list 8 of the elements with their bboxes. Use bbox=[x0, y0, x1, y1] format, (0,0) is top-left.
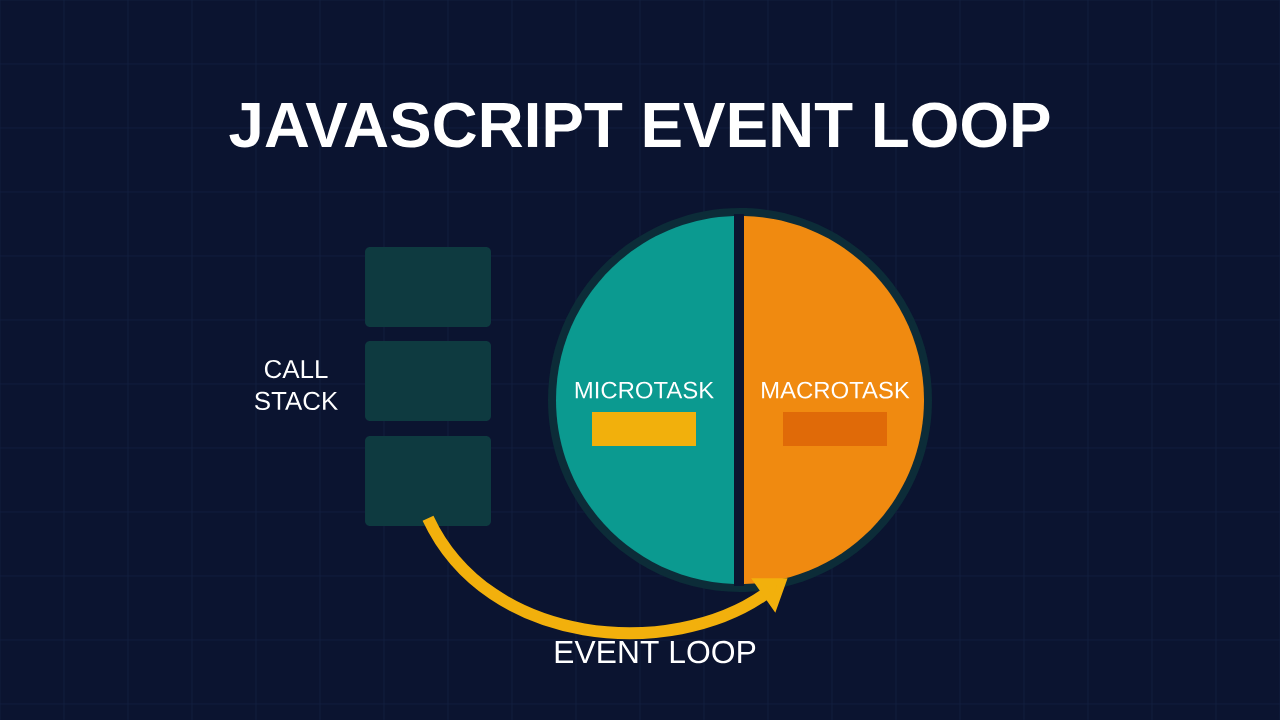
stack-label: CALL STACK bbox=[254, 359, 338, 411]
task-bar bbox=[783, 412, 887, 446]
edge-label: EVENT LOOP bbox=[555, 640, 756, 664]
stack-frame bbox=[365, 341, 491, 421]
stack-frame bbox=[365, 247, 491, 327]
task-bar bbox=[592, 412, 696, 446]
stack-frame bbox=[365, 436, 491, 526]
title: JAVASCRIPT EVENT LOOP bbox=[229, 102, 1050, 148]
